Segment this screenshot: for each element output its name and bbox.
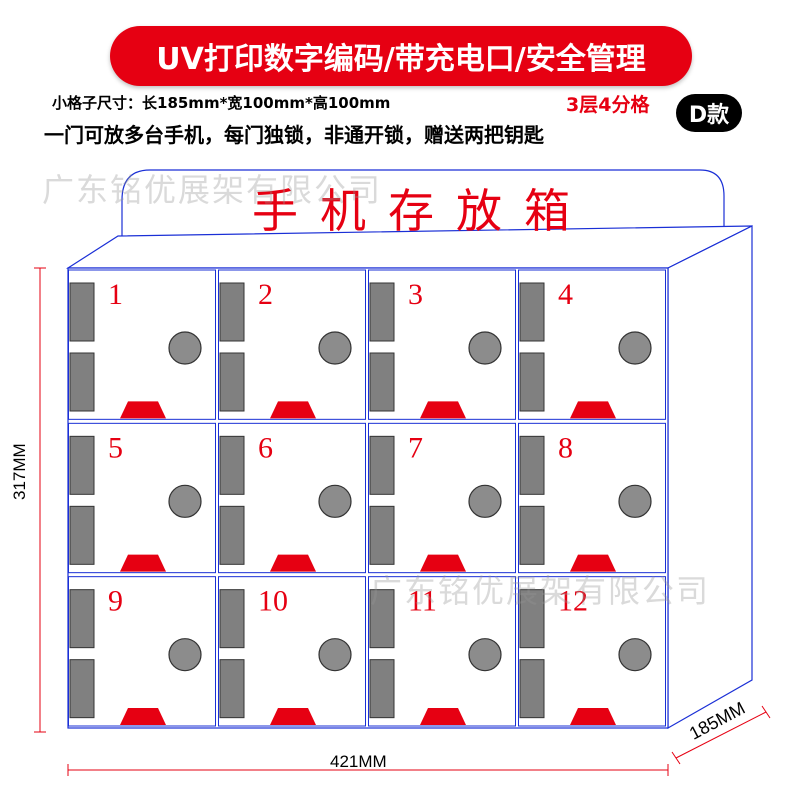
locker-door[interactable]: 7 xyxy=(368,422,516,574)
locker-door[interactable]: 6 xyxy=(218,422,366,574)
locker-number: 7 xyxy=(408,431,423,464)
charging-slot-lower xyxy=(219,659,245,719)
banner-text: UV打印数字编码/带充电口/安全管理 xyxy=(156,42,646,77)
lock-knob-icon xyxy=(318,638,352,672)
door-handle xyxy=(420,708,466,725)
charging-slot-lower xyxy=(69,352,95,412)
lock-knob-icon xyxy=(168,638,202,672)
layers-label: 3层4分格 xyxy=(566,94,650,116)
locker-door[interactable]: 4 xyxy=(518,269,666,420)
features-text: 一门可放多台手机，每门独锁，非通开锁，赠送两把钥匙 xyxy=(44,123,544,147)
charging-slot-lower xyxy=(519,505,545,565)
lock-knob-icon xyxy=(168,331,202,365)
watermark-bottom: 广东铭优展架有限公司 xyxy=(370,572,711,610)
cabinet-side-face xyxy=(667,225,753,730)
lock-knob-icon xyxy=(618,638,652,672)
locker-number: 11 xyxy=(408,585,437,618)
lock-knob-icon xyxy=(468,331,502,365)
locker-door[interactable]: 11 xyxy=(368,576,516,727)
depth-dimension-line xyxy=(675,711,767,759)
door-handle xyxy=(120,401,166,419)
locker-door[interactable]: 9 xyxy=(68,576,216,727)
locker-number: 3 xyxy=(408,278,423,311)
charging-slot-lower xyxy=(519,352,545,412)
door-handle xyxy=(570,708,616,725)
door-handle xyxy=(270,554,316,572)
watermark-top: 广东铭优展架有限公司 xyxy=(42,171,383,209)
lock-knob-icon xyxy=(468,638,502,672)
door-handle xyxy=(270,708,316,725)
lock-knob-icon xyxy=(468,484,502,518)
charging-slot-upper xyxy=(369,435,395,495)
door-handle xyxy=(120,554,166,572)
charging-slot-upper xyxy=(69,282,95,342)
locker-number: 6 xyxy=(258,431,273,464)
lock-knob-icon xyxy=(618,484,652,518)
locker-number: 8 xyxy=(558,431,573,464)
charging-slot-lower xyxy=(69,505,95,565)
lock-knob-icon xyxy=(168,484,202,518)
locker-door[interactable]: 8 xyxy=(518,422,666,574)
charging-slot-lower xyxy=(219,352,245,412)
lock-knob-icon xyxy=(618,331,652,365)
locker-number: 9 xyxy=(108,585,123,618)
door-handle xyxy=(570,401,616,419)
door-handle xyxy=(420,401,466,419)
header-sign-panel xyxy=(121,169,725,240)
charging-slot-lower xyxy=(219,505,245,565)
locker-door[interactable]: 12 xyxy=(518,576,666,727)
locker-number: 5 xyxy=(108,431,123,464)
model-badge-text: D款 xyxy=(688,103,730,128)
door-handle xyxy=(570,554,616,572)
charging-slot-upper xyxy=(369,282,395,342)
width-dimension-label: 421MM xyxy=(330,752,387,771)
charging-slot-upper xyxy=(519,282,545,342)
model-badge: D款 xyxy=(676,94,742,132)
locker-number: 10 xyxy=(258,585,288,618)
charging-slot-upper xyxy=(519,589,545,649)
charging-slot-upper xyxy=(219,435,245,495)
title-banner: UV打印数字编码/带充电口/安全管理 xyxy=(110,26,692,86)
locker-door[interactable]: 5 xyxy=(68,422,216,574)
charging-slot-upper xyxy=(519,435,545,495)
door-handle xyxy=(270,401,316,419)
locker-number: 1 xyxy=(108,278,123,311)
locker-size-text: 小格子尺寸：长185mm*宽100mm*高100mm xyxy=(52,94,391,112)
charging-slot-upper xyxy=(69,435,95,495)
locker-door[interactable]: 1 xyxy=(68,269,216,420)
charging-slot-lower xyxy=(519,659,545,719)
cabinet-title: 手机存放箱 xyxy=(252,184,592,238)
locker-number: 2 xyxy=(258,278,273,311)
door-handle xyxy=(120,708,166,725)
charging-slot-upper xyxy=(369,589,395,649)
lock-knob-icon xyxy=(318,331,352,365)
charging-slot-lower xyxy=(369,505,395,565)
charging-slot-upper xyxy=(219,589,245,649)
locker-door[interactable]: 10 xyxy=(218,576,366,727)
charging-slot-upper xyxy=(69,589,95,649)
door-handle xyxy=(420,554,466,572)
locker-door[interactable]: 2 xyxy=(218,269,366,420)
charging-slot-lower xyxy=(69,659,95,719)
charging-slot-upper xyxy=(219,282,245,342)
dimension-lines xyxy=(34,267,771,776)
locker-number: 4 xyxy=(558,278,573,311)
charging-slot-lower xyxy=(369,659,395,719)
locker-number: 12 xyxy=(558,585,588,618)
locker-door[interactable]: 3 xyxy=(368,269,516,420)
charging-slot-lower xyxy=(369,352,395,412)
lock-knob-icon xyxy=(318,484,352,518)
height-dimension-label: 317MM xyxy=(10,443,29,500)
